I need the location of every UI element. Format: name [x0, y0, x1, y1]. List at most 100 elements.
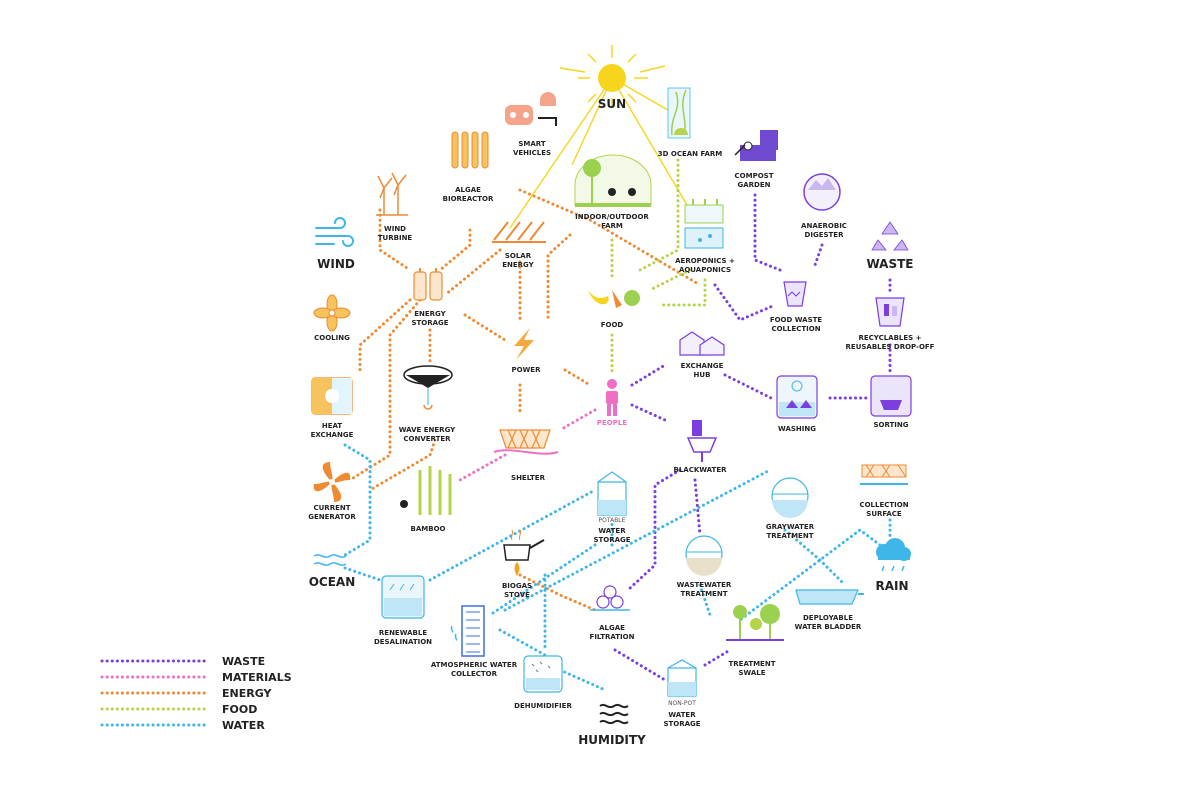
waste-flows [613, 193, 892, 682]
energy-flow [438, 228, 472, 272]
water-bladder-icon [795, 589, 864, 605]
node-label-people: PEOPLE [597, 419, 627, 427]
node-label-aeroponics: AEROPONICS +AQUAPONICS [675, 257, 735, 274]
legend: WASTE MATERIALS ENERGY FOOD WATER [100, 655, 292, 732]
legend-label: MATERIALS [222, 671, 292, 684]
legend-label: WATER [222, 719, 265, 732]
waste-flow [703, 648, 732, 667]
atmospheric-collector-icon [450, 605, 485, 657]
treatment-swale-icon [726, 604, 784, 641]
algae-bioreactor-icon [451, 131, 489, 169]
sun-icon [559, 45, 666, 108]
water-flow [698, 583, 712, 617]
water-flow [558, 668, 607, 692]
legend-label: FOOD [222, 703, 257, 716]
nonpot-water-tank-icon [667, 659, 697, 697]
smart-vehicles-icon [505, 92, 557, 126]
node-tag-nonpot: NON-POT [668, 700, 696, 707]
node-label-bamboo: BAMBOO [411, 525, 446, 533]
water-flow [488, 543, 597, 617]
water-flow [498, 628, 547, 657]
compost-garden-icon [734, 130, 778, 161]
washing-icon [776, 375, 818, 419]
rain-cloud-icon [876, 538, 911, 572]
graywater-treatment-icon [771, 477, 809, 518]
water-flow [428, 488, 597, 582]
energy-flows [348, 188, 702, 612]
cooling-fan-icon [313, 294, 351, 332]
food-flows [610, 158, 707, 377]
water-flow [738, 528, 882, 622]
node-label-power: POWER [512, 366, 542, 374]
humidity-icon [599, 703, 629, 725]
toilet-icon [686, 420, 718, 462]
waste-flow [693, 478, 702, 537]
recyclables-dropoff-icon [875, 297, 905, 327]
legend-item-water: WATER [100, 719, 265, 732]
legend-item-energy: ENERGY [100, 687, 272, 700]
ocean-farm-icon [667, 87, 691, 139]
energy-flow [563, 368, 592, 387]
waste-flow [713, 283, 777, 322]
materials-flows [458, 408, 597, 482]
node-label-cooling: COOLING [314, 334, 350, 342]
source-label-wind: WIND [317, 257, 355, 271]
exchange-hub-icon [679, 331, 725, 356]
food-icon [588, 290, 640, 308]
energy-flow [518, 188, 702, 287]
node-label-sorting: SORTING [873, 421, 908, 429]
node-label-ocean-farm: 3D OCEAN FARM [658, 150, 722, 158]
waste-flow [723, 373, 777, 402]
power-bolt-icon [514, 328, 534, 360]
node-label-food: FOOD [601, 321, 624, 329]
food-flow [648, 268, 692, 292]
node-label-washing: WASHING [778, 425, 816, 433]
waste-flow [613, 648, 667, 682]
waste-flow [630, 363, 667, 387]
legend-item-materials: MATERIALS [100, 671, 292, 684]
water-flow [343, 443, 372, 557]
energy-flow [378, 208, 412, 272]
dehumidifier-icon [523, 655, 563, 693]
flow-lines [343, 158, 892, 692]
water-flow [503, 468, 772, 612]
sorting-icon [870, 375, 912, 417]
legend-label: WASTE [222, 655, 265, 668]
source-label-ocean: OCEAN [309, 575, 356, 589]
farm-icon [574, 154, 652, 207]
desalination-icon [381, 575, 425, 619]
waste-flow [626, 468, 682, 592]
node-tag-potable: POTABLE [599, 517, 626, 524]
heat-exchange-icon [311, 377, 353, 415]
recycle-icon [871, 221, 909, 251]
node-label-dehumidifier: DEHUMIDIFIER [514, 702, 572, 710]
source-label-rain: RAIN [875, 579, 908, 593]
energy-storage-icon [413, 268, 443, 301]
energy-flow [358, 298, 412, 372]
food-flow [658, 278, 707, 307]
node-label-shelter: SHELTER [511, 474, 546, 482]
aeroponics-icon [684, 199, 724, 249]
materials-flow [458, 453, 507, 482]
energy-flow [463, 313, 507, 342]
